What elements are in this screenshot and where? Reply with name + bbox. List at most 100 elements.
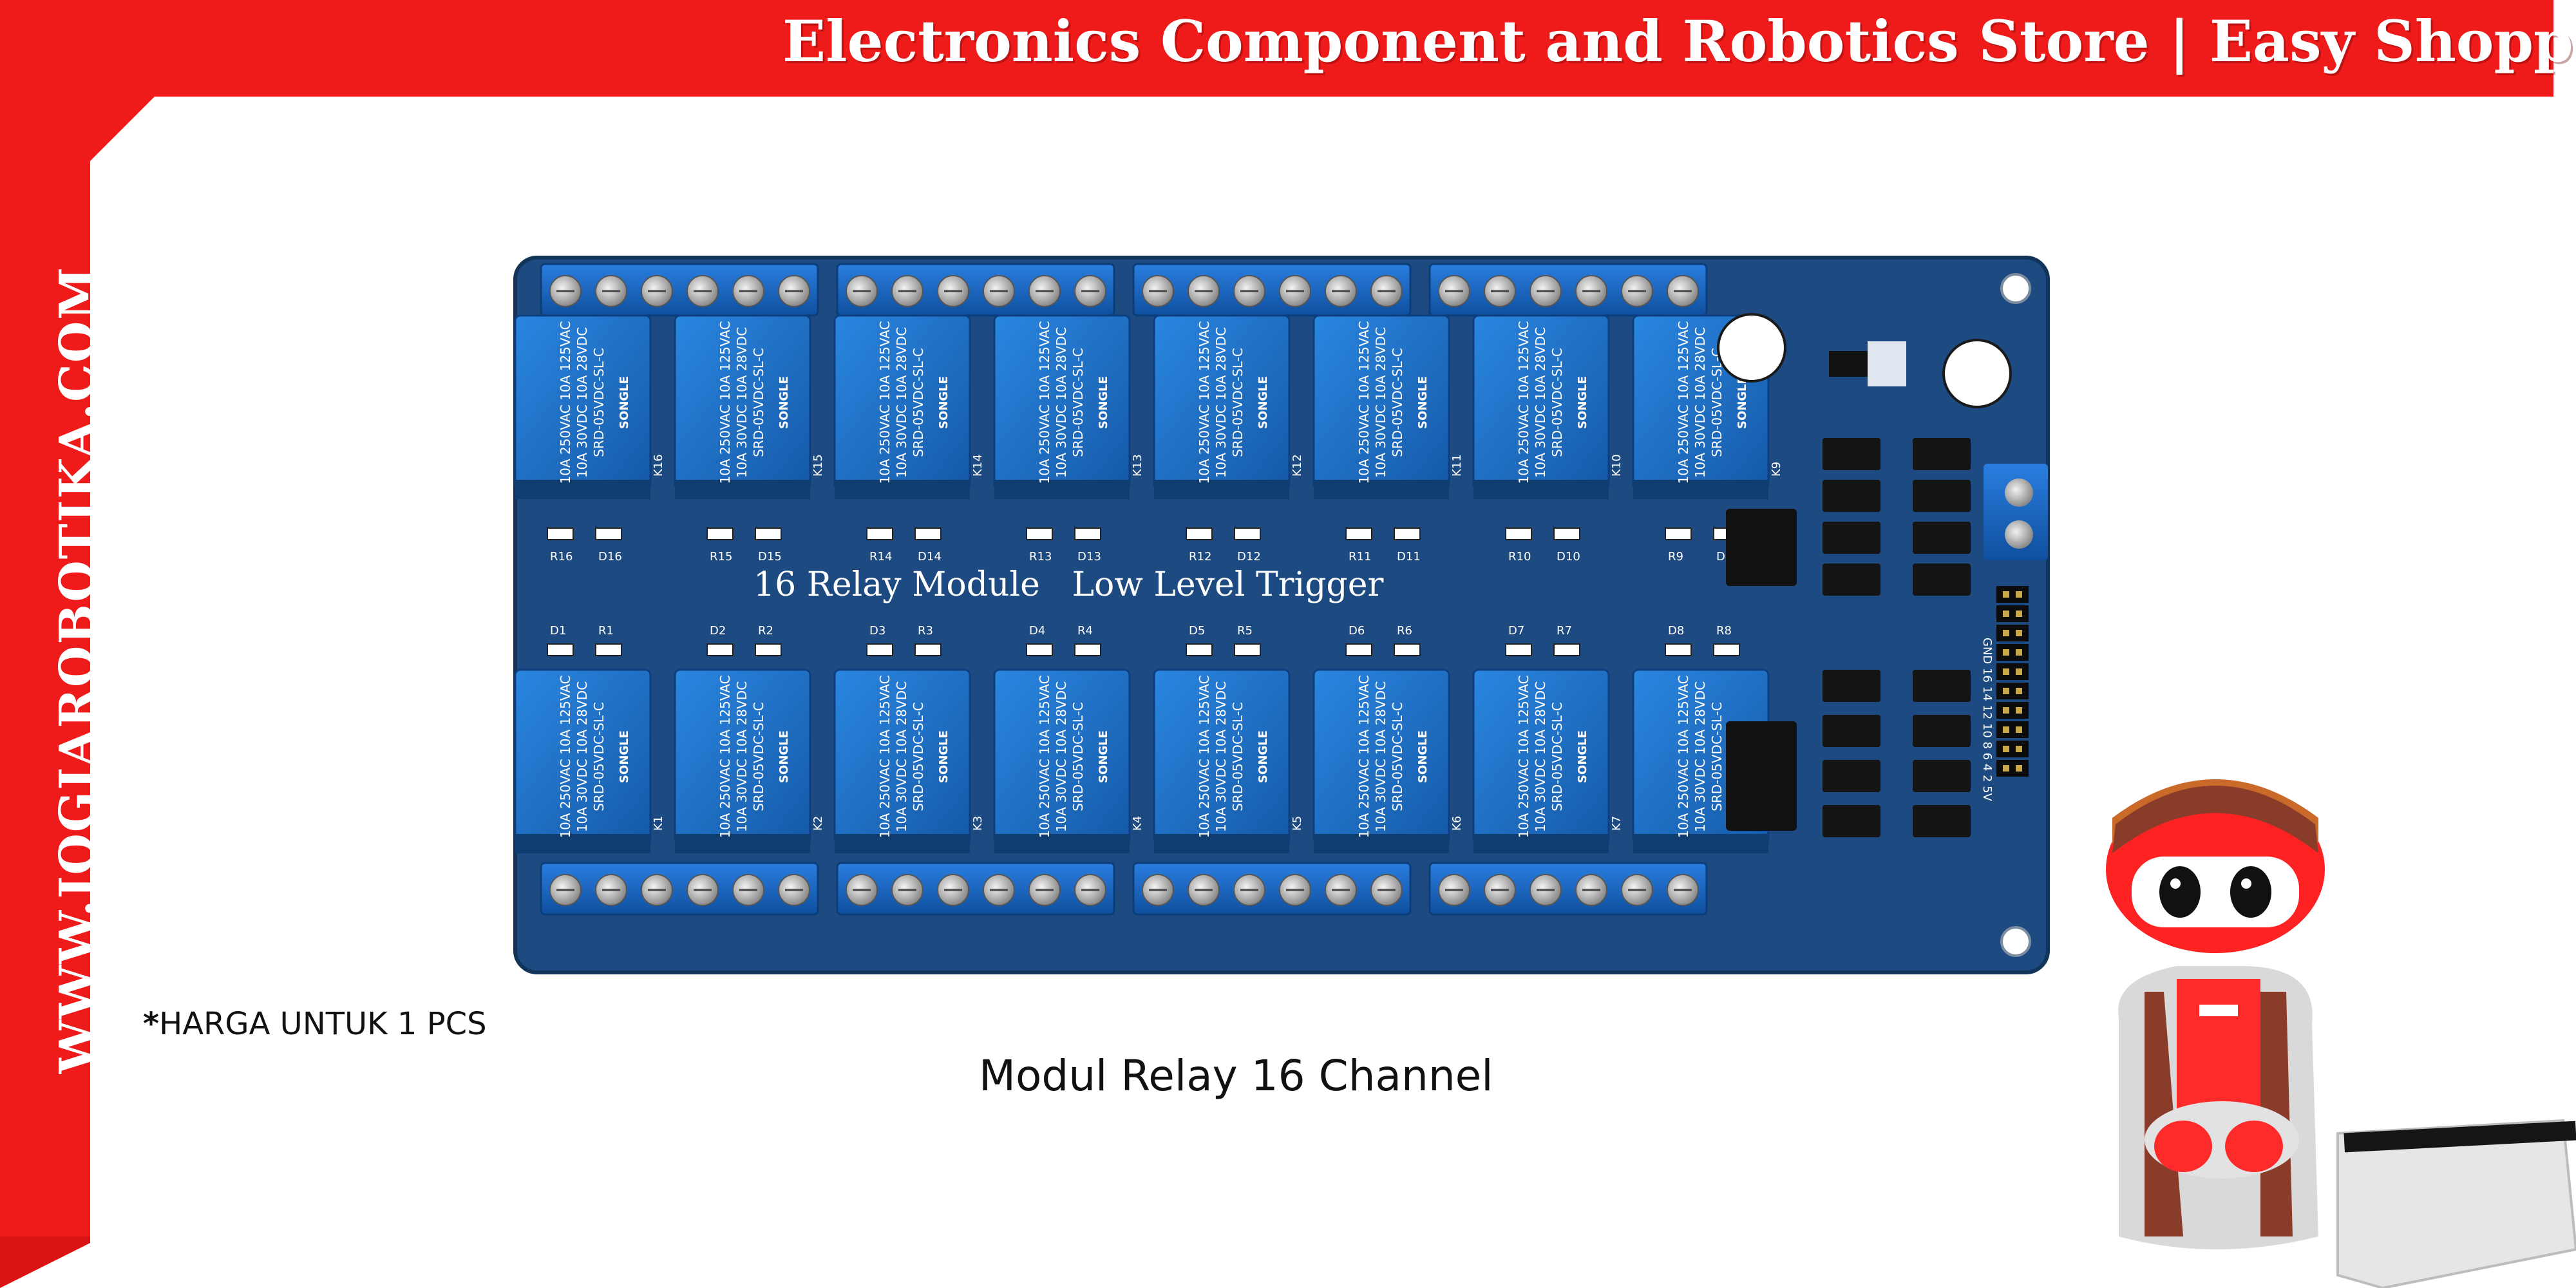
component-label: D11 <box>1397 550 1421 564</box>
relay-spec-text: 10A 250VAC 10A 125VAC <box>1356 675 1372 838</box>
optocoupler <box>1823 715 1880 747</box>
component-label: D10 <box>1557 550 1580 564</box>
relay-id-label: K1 <box>652 816 665 831</box>
relay-spec-text: 10A 30VDC 10A 28VDC <box>1692 327 1708 478</box>
relay-spec-text: 10A 250VAC 10A 125VAC <box>1516 321 1531 484</box>
relay-spec-text: SRD-05VDC-SL-C <box>751 702 766 811</box>
component-label: R4 <box>1077 624 1093 638</box>
relay-spec-text: SRD-05VDC-SL-C <box>1230 348 1245 457</box>
relay-spec-text: 10A 30VDC 10A 28VDC <box>1213 681 1229 832</box>
relay-spec-text: 10A 30VDC 10A 28VDC <box>734 681 750 832</box>
relay-spec-text: 10A 250VAC 10A 125VAC <box>1037 321 1052 484</box>
screw-terminal-block <box>1428 862 1708 916</box>
header-pin <box>1996 721 2029 738</box>
component-label: R14 <box>869 550 892 564</box>
optocoupler <box>1913 522 1971 554</box>
relay-spec-text: 10A 250VAC 10A 125VAC <box>1516 675 1531 838</box>
optocoupler <box>1823 805 1880 837</box>
left-banner <box>0 0 90 1288</box>
relay-spec-text: 10A 30VDC 10A 28VDC <box>1213 327 1229 478</box>
header-pin <box>1996 760 2029 777</box>
optocoupler <box>1913 715 1971 747</box>
mount-hole <box>2000 273 2031 304</box>
relay-spec-text: 10A 30VDC 10A 28VDC <box>574 327 590 478</box>
component-label: D2 <box>710 624 726 638</box>
component-label: R11 <box>1349 550 1371 564</box>
header-pin <box>1996 586 2029 603</box>
relay-spec-text: 10A 250VAC 10A 125VAC <box>1197 675 1212 838</box>
relay-spec-text: 10A 30VDC 10A 28VDC <box>1054 327 1069 478</box>
relay-spec-text: SRD-05VDC-SL-C <box>1070 348 1086 457</box>
top-banner-tail <box>2486 0 2553 97</box>
relay-spec-text: SRD-05VDC-SL-C <box>1709 348 1725 457</box>
component-label: R2 <box>758 624 773 638</box>
relay-brand-text: SONGLE <box>1576 730 1589 783</box>
relay-id-label: K7 <box>1610 816 1624 831</box>
relay-id-label: K5 <box>1291 816 1304 831</box>
relay-spec-text: SRD-05VDC-SL-C <box>911 348 926 457</box>
relay-brand-text: SONGLE <box>937 730 951 783</box>
header-pin <box>1996 644 2029 661</box>
relay-spec-text: 10A 30VDC 10A 28VDC <box>1533 681 1548 832</box>
relay-brand-text: SONGLE <box>1736 376 1749 429</box>
laptop <box>2336 1119 2576 1288</box>
screw-terminal-block <box>1132 263 1412 317</box>
component-label: D6 <box>1349 624 1365 638</box>
component-label: R16 <box>550 550 573 564</box>
component-label: R10 <box>1508 550 1531 564</box>
relay-spec-text: SRD-05VDC-SL-C <box>1549 348 1565 457</box>
relay-brand-text: SONGLE <box>777 376 791 429</box>
relay-spec-text: 10A 250VAC 10A 125VAC <box>1197 321 1212 484</box>
header-pin <box>1996 625 2029 641</box>
relay-id-label: K10 <box>1610 454 1624 477</box>
relay-brand-text: SONGLE <box>618 730 631 783</box>
relay-spec-text: 10A 30VDC 10A 28VDC <box>1533 327 1548 478</box>
relay-spec-text: 10A 30VDC 10A 28VDC <box>894 327 909 478</box>
relay-brand-text: SONGLE <box>1576 376 1589 429</box>
component-label: D8 <box>1668 624 1684 638</box>
header-pin <box>1996 605 2029 622</box>
header-pin <box>1996 702 2029 719</box>
relay-spec-text: SRD-05VDC-SL-C <box>1230 702 1245 811</box>
header-pin <box>1996 683 2029 699</box>
component-label: R1 <box>598 624 614 638</box>
component-label: D12 <box>1237 550 1261 564</box>
component-label: D13 <box>1077 550 1101 564</box>
relay-brand-text: SONGLE <box>1097 730 1110 783</box>
relay-spec-text: SRD-05VDC-SL-C <box>1549 702 1565 811</box>
component-label: R5 <box>1237 624 1253 638</box>
component-label: R15 <box>710 550 732 564</box>
header-pin-label: GND 16 14 12 10 8 6 4 2 5V <box>1980 638 1994 802</box>
relay-spec-text: 10A 250VAC 10A 125VAC <box>1676 321 1691 484</box>
banner-corner-cut <box>90 97 155 161</box>
relay-spec-text: 10A 250VAC 10A 125VAC <box>877 675 893 838</box>
mount-hole <box>2000 926 2031 957</box>
relay-spec-text: 10A 30VDC 10A 28VDC <box>1054 681 1069 832</box>
relay-spec-text: 10A 30VDC 10A 28VDC <box>894 681 909 832</box>
screw-terminal-block <box>540 862 819 916</box>
header-pin <box>1996 663 2029 680</box>
price-note-text: HARGA UNTUK 1 PCS <box>159 1006 487 1042</box>
optocoupler <box>1823 564 1880 596</box>
price-note: *HARGA UNTUK 1 PCS <box>143 1006 487 1042</box>
relay-id-label: K12 <box>1291 454 1304 477</box>
relay-spec-text: 10A 30VDC 10A 28VDC <box>1373 327 1388 478</box>
capacitor <box>1942 339 2012 408</box>
price-note-star: * <box>143 1006 160 1042</box>
relay-spec-text: 10A 30VDC 10A 28VDC <box>574 681 590 832</box>
screw-terminal-block <box>540 263 819 317</box>
optocoupler <box>1823 480 1880 512</box>
